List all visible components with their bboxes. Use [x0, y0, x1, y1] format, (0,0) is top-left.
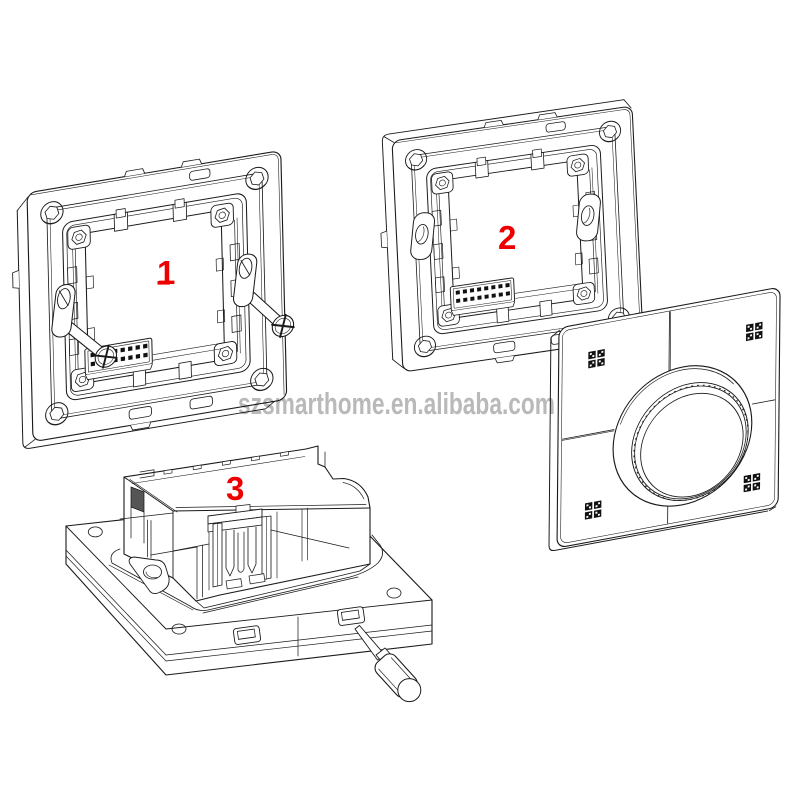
- svg-text:szsmarthome.en.alibaba.com: szsmarthome.en.alibaba.com: [238, 386, 555, 421]
- svg-text:2: 2: [498, 219, 516, 256]
- svg-text:3: 3: [226, 470, 244, 507]
- svg-text:1: 1: [157, 254, 175, 291]
